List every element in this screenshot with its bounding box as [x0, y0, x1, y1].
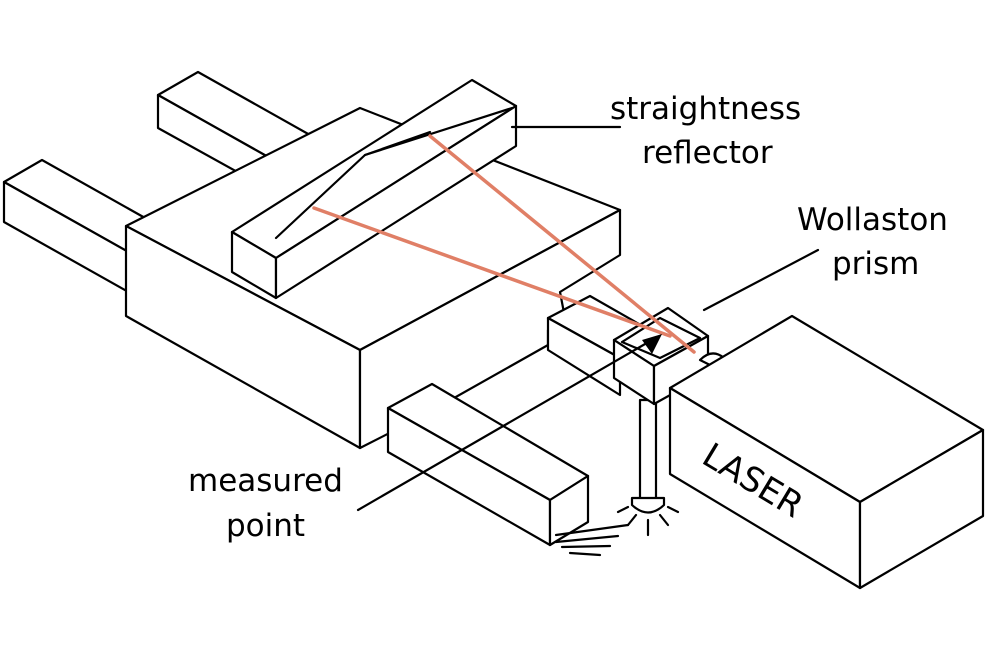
label-measured: measured [188, 463, 343, 499]
leader-lines [356, 125, 820, 512]
labels: straightness reflector Wollaston prism m… [188, 91, 948, 544]
straightness-reflector [230, 78, 518, 300]
beam-lower [312, 206, 672, 338]
prism-leader [702, 248, 820, 312]
label-prism: prism [832, 246, 919, 282]
front-rail [386, 382, 630, 557]
label-reflector: reflector [642, 135, 773, 171]
upper-rail [156, 70, 312, 192]
wollaston-prism-assembly [612, 306, 710, 537]
laser-beams [312, 134, 696, 354]
beam-upper [428, 134, 696, 354]
label-straightness: straightness [610, 91, 801, 127]
laser-head: LASER [668, 314, 985, 590]
label-point: point [226, 508, 305, 544]
label-wollaston: Wollaston [797, 202, 948, 238]
measured-point-arrow [642, 334, 662, 354]
measured-point-leader [356, 338, 654, 512]
